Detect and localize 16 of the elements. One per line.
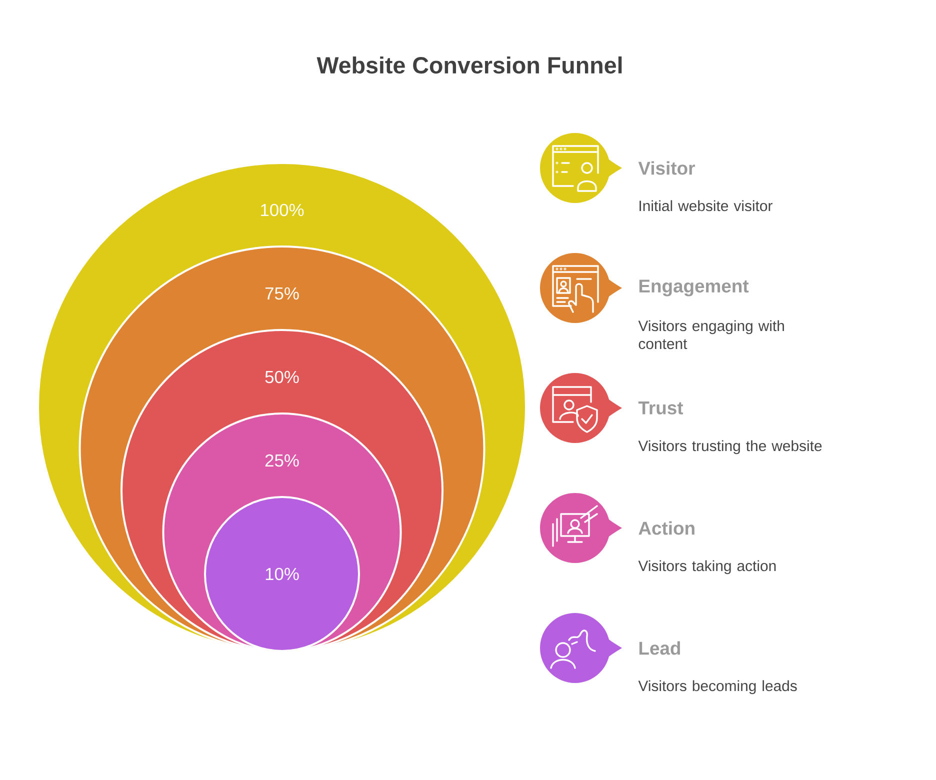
step-heading: Action: [638, 521, 694, 535]
step-description: Initial website visitor: [640, 200, 772, 212]
step-description: Visitors trusting the website: [638, 440, 822, 454]
step-heading: Engagement: [639, 280, 749, 296]
percent-label: 75%: [265, 287, 299, 300]
step-description: Visitors engaging with content: [638, 320, 784, 350]
title: Website Conversion Funnel: [316, 56, 622, 74]
step-heading: Lead: [639, 641, 680, 655]
percent-label: 100%: [261, 204, 304, 216]
step-description: Visitors taking action: [638, 560, 776, 574]
step-heading: Visitor: [638, 161, 695, 175]
step-description: Visitors becoming leads: [638, 680, 797, 694]
step-heading: Trust: [638, 402, 684, 414]
percent-label: 25%: [265, 454, 299, 467]
percent-label: 50%: [265, 370, 299, 384]
percent-label: 10%: [266, 568, 299, 580]
